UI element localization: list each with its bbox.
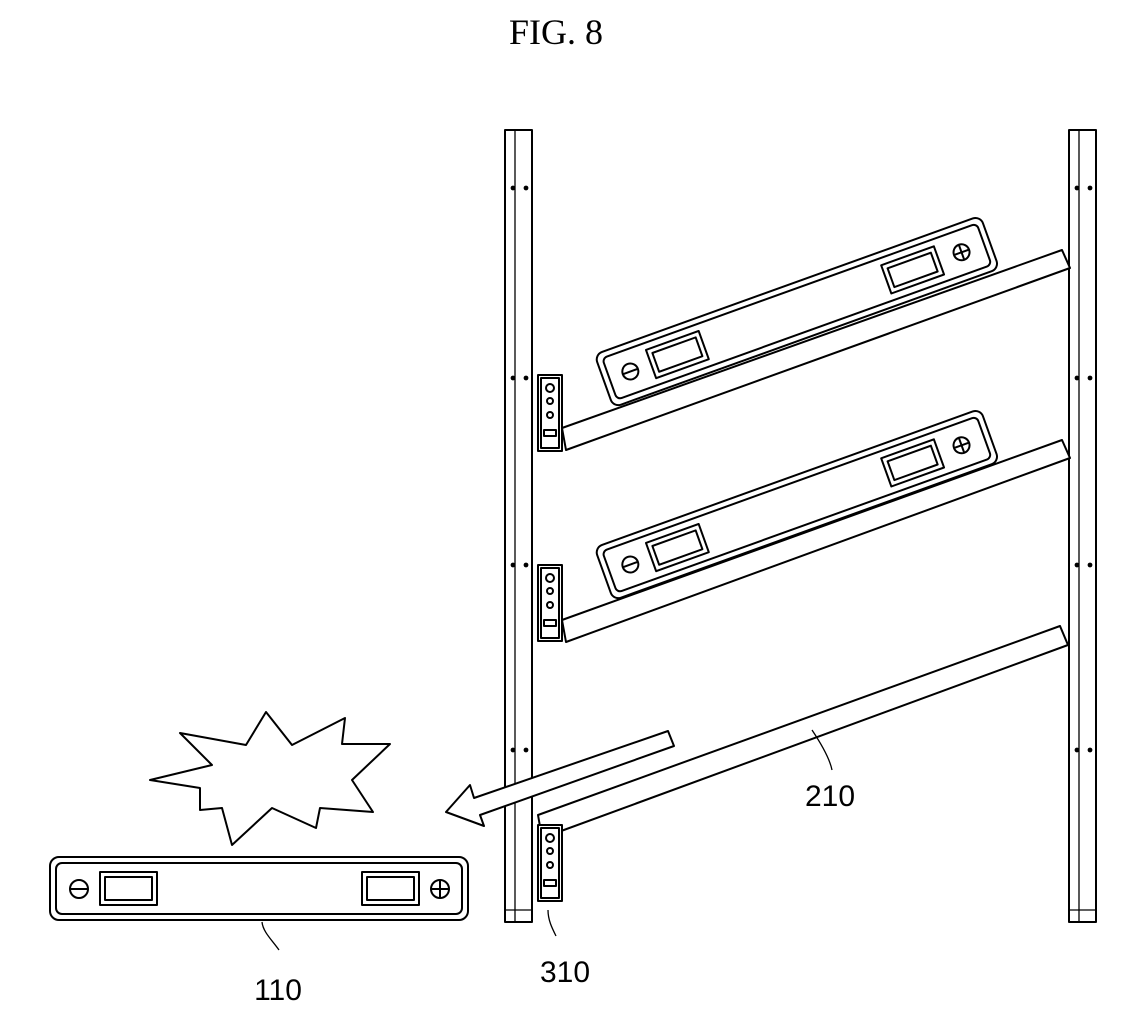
mounting-hole: [1088, 186, 1093, 191]
mounting-hole: [1075, 186, 1080, 191]
fallen-battery-module: [50, 857, 468, 920]
bracket-top: [538, 375, 562, 451]
shelf-bottom-empty: [538, 626, 1068, 838]
mounting-hole: [524, 563, 529, 568]
mounting-hole: [1075, 376, 1080, 381]
mounting-hole: [1088, 376, 1093, 381]
plus-terminal-icon: [431, 880, 449, 898]
mounting-hole: [511, 563, 516, 568]
bracket-bottom: [538, 825, 562, 901]
figure-title: FIG. 8: [509, 12, 603, 52]
mounting-hole: [511, 376, 516, 381]
mounting-hole: [524, 376, 529, 381]
impact-burst-icon: [150, 712, 390, 845]
right-upright-post: [1069, 130, 1096, 922]
label-110: 110: [254, 974, 302, 1007]
mounting-hole: [524, 748, 529, 753]
mounting-hole: [1075, 748, 1080, 753]
mounting-hole: [511, 186, 516, 191]
mounting-hole: [1075, 563, 1080, 568]
mounting-hole: [1088, 748, 1093, 753]
mounting-hole: [511, 748, 516, 753]
mounting-hole: [524, 186, 529, 191]
label-310: 310: [540, 956, 590, 989]
mounting-hole: [1088, 563, 1093, 568]
label-210: 210: [805, 780, 855, 813]
bracket-middle: [538, 565, 562, 641]
